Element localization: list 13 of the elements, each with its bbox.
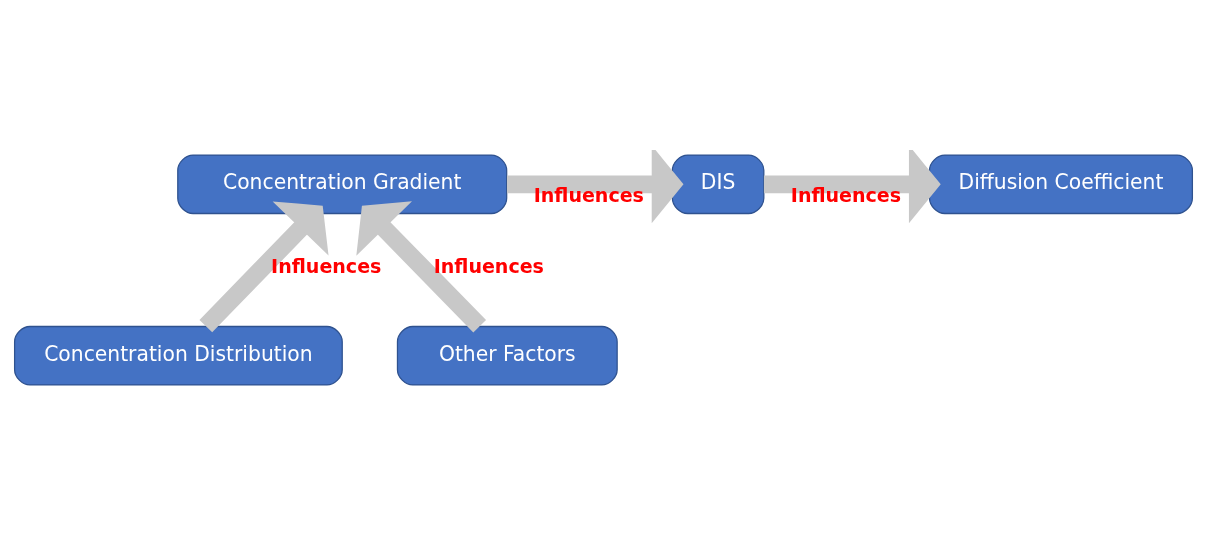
arrow: [764, 150, 941, 224]
edge-label: Influences: [790, 184, 902, 207]
arrow: [507, 150, 684, 224]
node-box: DIS: [671, 154, 765, 215]
node-box: Concentration Distribution: [13, 325, 343, 386]
edge-label: Influences: [271, 255, 382, 278]
node-box: Other Factors: [396, 325, 618, 386]
edge-label: Influences: [433, 255, 544, 278]
arrow: [356, 201, 487, 333]
node-box: Diffusion Coefficient: [928, 154, 1194, 215]
node-box: Concentration Gradient: [177, 154, 508, 215]
edge-label: Influences: [533, 184, 644, 207]
arrow: [199, 201, 329, 333]
